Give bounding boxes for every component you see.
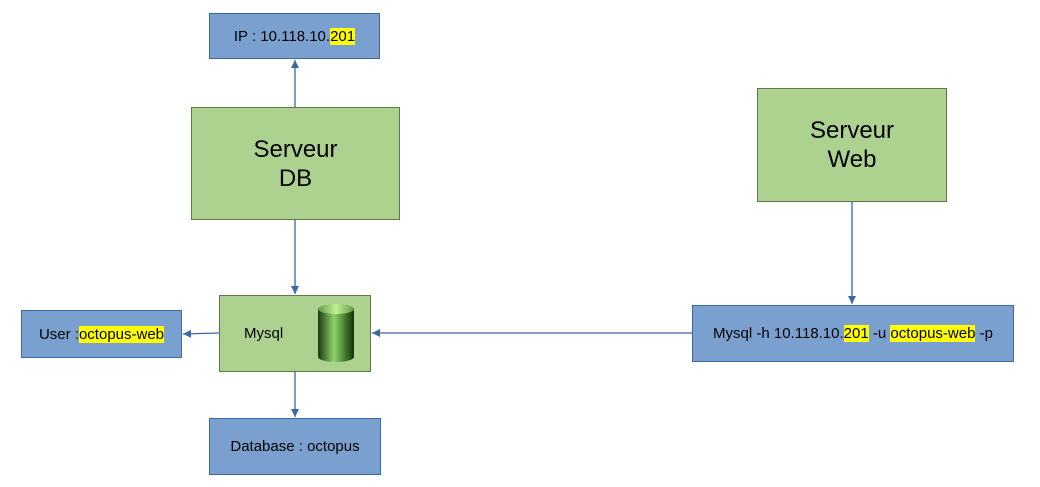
ip-suffix-highlight: 201 — [330, 27, 356, 45]
mysql-label: Mysql — [244, 325, 284, 342]
command-part3: -u — [868, 325, 891, 342]
mysql-box: Mysql — [219, 295, 371, 372]
server-db-line2: DB — [278, 164, 313, 192]
command-part1: Mysql -h 10.118.10. — [713, 325, 844, 342]
database-label: Database : octopus — [230, 438, 360, 455]
command-part5: -p — [975, 325, 993, 342]
server-db-line1: Serveur — [253, 135, 338, 163]
arrow-mysql-to-user — [182, 329, 220, 338]
command-user-highlight: octopus-web — [890, 325, 976, 342]
command-box: Mysql -h 10.118.10.201 -u octopus-web -p — [692, 305, 1014, 362]
user-box: User : octopus-web — [21, 310, 182, 358]
server-web-line1: Serveur — [809, 117, 895, 144]
database-cylinder-icon — [318, 304, 354, 362]
server-db-box: Serveur DB — [191, 107, 400, 220]
ip-prefix: IP : 10.118.10. — [233, 27, 331, 45]
database-box: Database : octopus — [209, 418, 381, 475]
ip-box: IP : 10.118.10.201 — [209, 13, 380, 59]
server-web-box: Serveur Web — [757, 88, 947, 202]
user-value-highlight: octopus-web — [78, 325, 165, 343]
server-web-line2: Web — [827, 146, 877, 173]
user-prefix: User : — [38, 325, 79, 343]
command-ip-highlight: 201 — [843, 325, 869, 342]
